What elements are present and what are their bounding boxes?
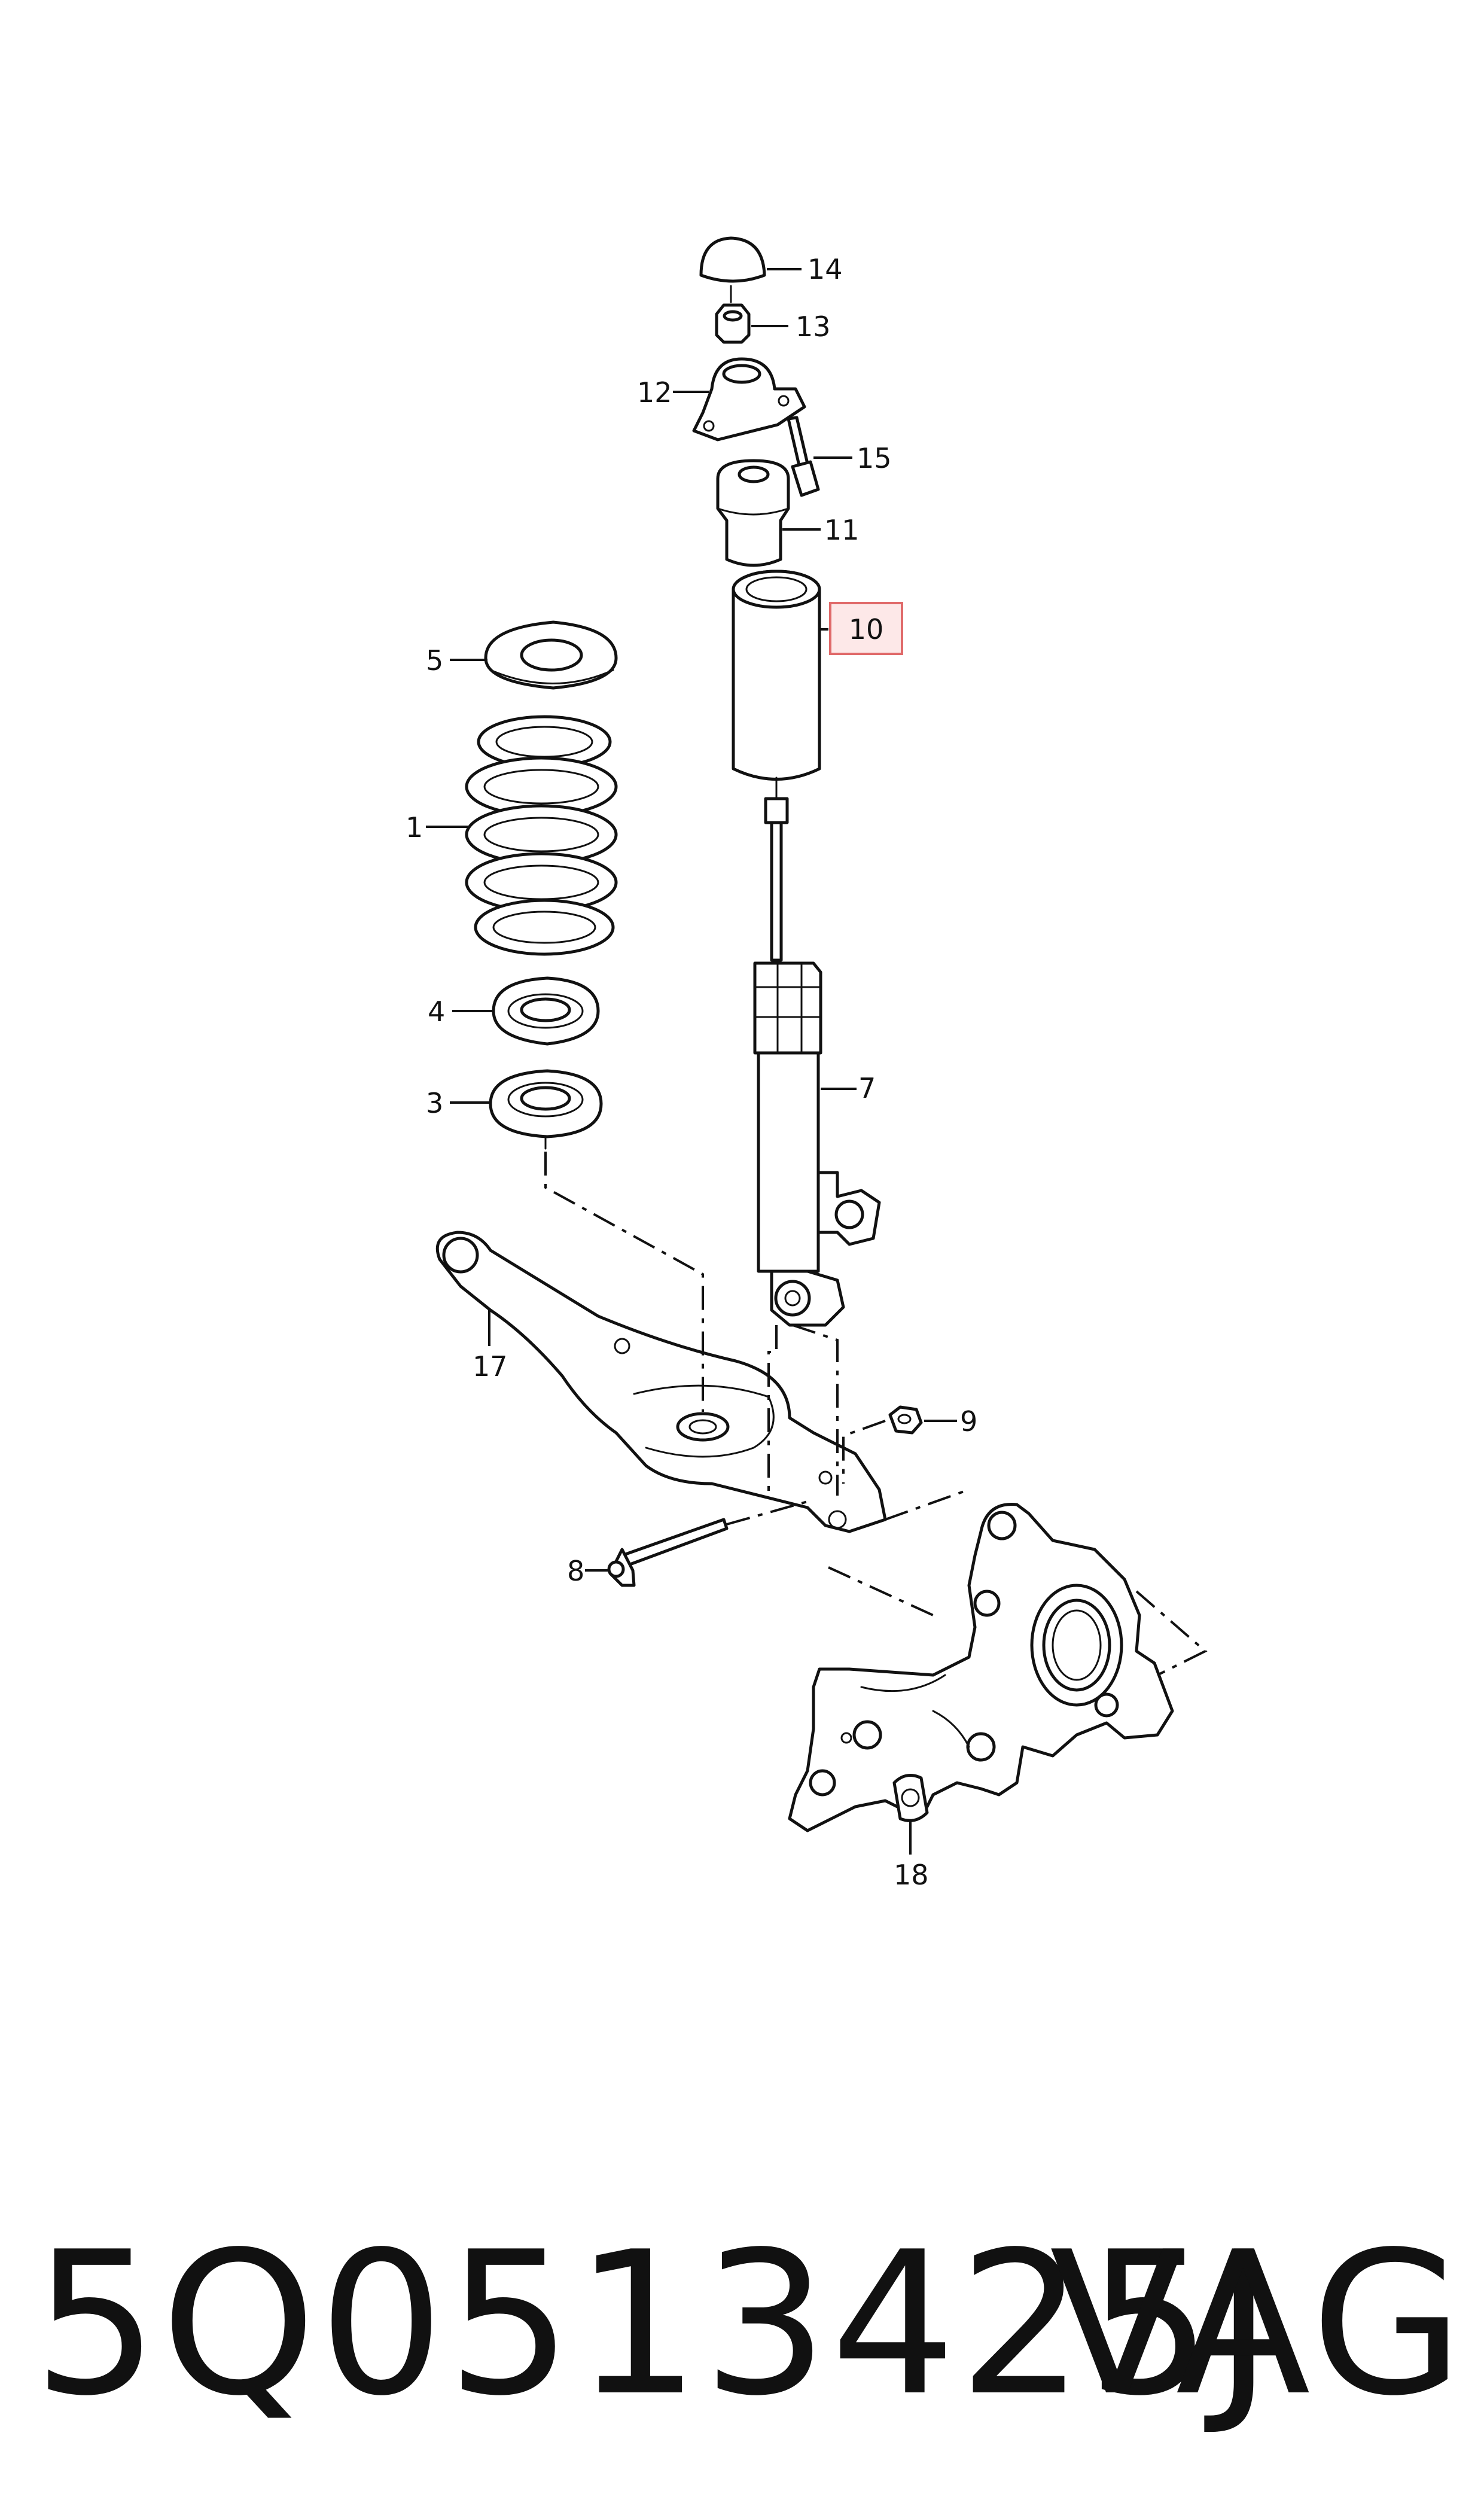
part-9-nut [888, 1405, 923, 1435]
callout-9: 9 [924, 1405, 977, 1438]
svg-text:10: 10 [849, 613, 884, 646]
part-17-lower-arm [435, 1231, 887, 1533]
callout-17: 17 [473, 1310, 508, 1383]
svg-text:11: 11 [824, 514, 860, 546]
part-15-bolt [787, 416, 820, 497]
callout-14: 14 [767, 253, 843, 285]
callout-4: 4 [428, 995, 493, 1028]
part-3-spring-pad [489, 1069, 603, 1150]
callout-15: 15 [813, 442, 892, 474]
part-10-protective-tube [732, 570, 821, 781]
part-8-bolt [607, 1518, 729, 1587]
svg-text:8: 8 [567, 1555, 584, 1587]
svg-text:4: 4 [428, 995, 445, 1028]
callout-8: 8 [567, 1555, 610, 1587]
callout-3: 3 [426, 1087, 490, 1119]
callout-13: 13 [751, 310, 831, 343]
callout-10: 10 [821, 602, 903, 655]
svg-text:15: 15 [857, 442, 892, 474]
part-1-coil-spring [465, 715, 618, 956]
svg-text:7: 7 [858, 1072, 876, 1104]
part-14-dust-cap [699, 236, 766, 303]
svg-text:9: 9 [960, 1405, 977, 1438]
callout-18: 18 [894, 1822, 929, 1891]
part-number: 5Q0513425J [33, 2209, 1275, 2439]
highlight-box-10 [829, 602, 903, 655]
part-12-top-mount [692, 357, 806, 442]
svg-text:18: 18 [894, 1859, 929, 1891]
part-5-upper-spring-seat [484, 620, 618, 690]
svg-text:13: 13 [796, 310, 831, 343]
svg-text:14: 14 [807, 253, 843, 285]
callout-12: 12 [637, 376, 709, 409]
svg-text:17: 17 [473, 1350, 508, 1383]
callout-1: 1 [406, 811, 468, 844]
callout-11: 11 [782, 514, 860, 546]
callout-7: 7 [821, 1072, 876, 1104]
brand-name: VAG [1049, 2209, 1467, 2439]
part-18-hub-carrier [788, 1503, 1174, 1832]
assembly-lines [544, 1152, 1208, 1676]
svg-text:12: 12 [637, 376, 672, 409]
svg-text:3: 3 [426, 1087, 443, 1119]
svg-text:1: 1 [406, 811, 423, 844]
callout-5: 5 [426, 644, 487, 677]
svg-text:5: 5 [426, 644, 443, 677]
part-13-nut [715, 303, 751, 344]
part-11-bump-stop [716, 459, 790, 567]
part-7-shock-absorber [753, 777, 881, 1327]
part-4-lower-spring-seat [492, 976, 600, 1046]
